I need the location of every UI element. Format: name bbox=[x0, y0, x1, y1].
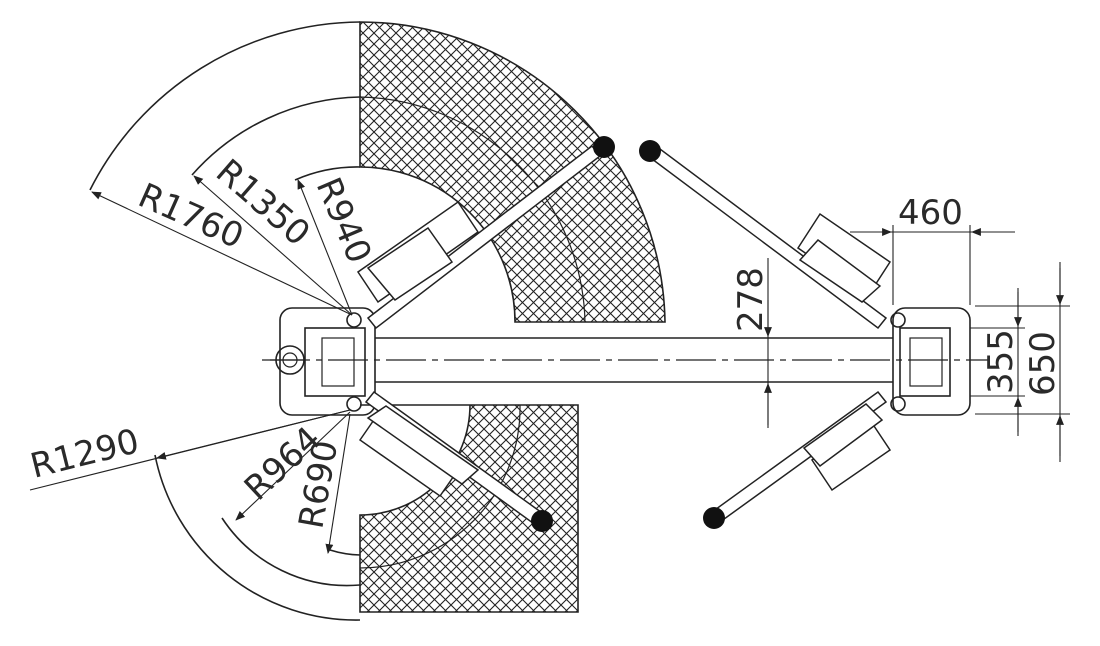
label-650: 650 bbox=[1023, 331, 1063, 396]
left-post-base bbox=[279, 307, 376, 416]
left-post-column bbox=[304, 327, 366, 397]
left-pivot-bottom bbox=[346, 396, 362, 412]
right-pivot-top bbox=[890, 312, 906, 328]
leader-r1290-arrow bbox=[156, 409, 351, 460]
leader-r690 bbox=[325, 413, 351, 554]
right-upper-arm bbox=[639, 140, 892, 330]
arc-r1350 bbox=[191, 96, 361, 176]
lower-swing-inner-arc bbox=[359, 404, 521, 569]
left-post-inner bbox=[321, 337, 355, 387]
upper-swing-inner-arc bbox=[359, 96, 586, 323]
leader-r964 bbox=[235, 411, 351, 521]
label-r1290: R1290 bbox=[27, 421, 144, 486]
arc-r1760 bbox=[89, 21, 361, 191]
leader-r1350 bbox=[193, 175, 353, 316]
left-upper-arm bbox=[356, 136, 615, 330]
right-post-base bbox=[892, 307, 971, 416]
right-post-inner bbox=[909, 337, 943, 387]
arc-r940 bbox=[294, 166, 361, 181]
left-lower-arm bbox=[358, 390, 553, 532]
arc-r1290 bbox=[154, 454, 361, 621]
arc-r690 bbox=[329, 549, 361, 556]
left-pivot-top bbox=[346, 312, 362, 328]
label-460: 460 bbox=[898, 193, 963, 233]
leader-r940 bbox=[297, 179, 353, 316]
leader-r1760 bbox=[91, 191, 353, 316]
right-lower-arm bbox=[703, 390, 892, 529]
arc-r964 bbox=[221, 517, 361, 587]
label-278: 278 bbox=[731, 267, 771, 332]
upper-swing-zone bbox=[359, 21, 666, 323]
right-post-column bbox=[899, 327, 951, 397]
lower-swing-zone bbox=[359, 404, 579, 613]
label-355: 355 bbox=[981, 329, 1021, 394]
label-r940: R940 bbox=[308, 172, 379, 269]
right-pivot-bottom bbox=[890, 396, 906, 412]
